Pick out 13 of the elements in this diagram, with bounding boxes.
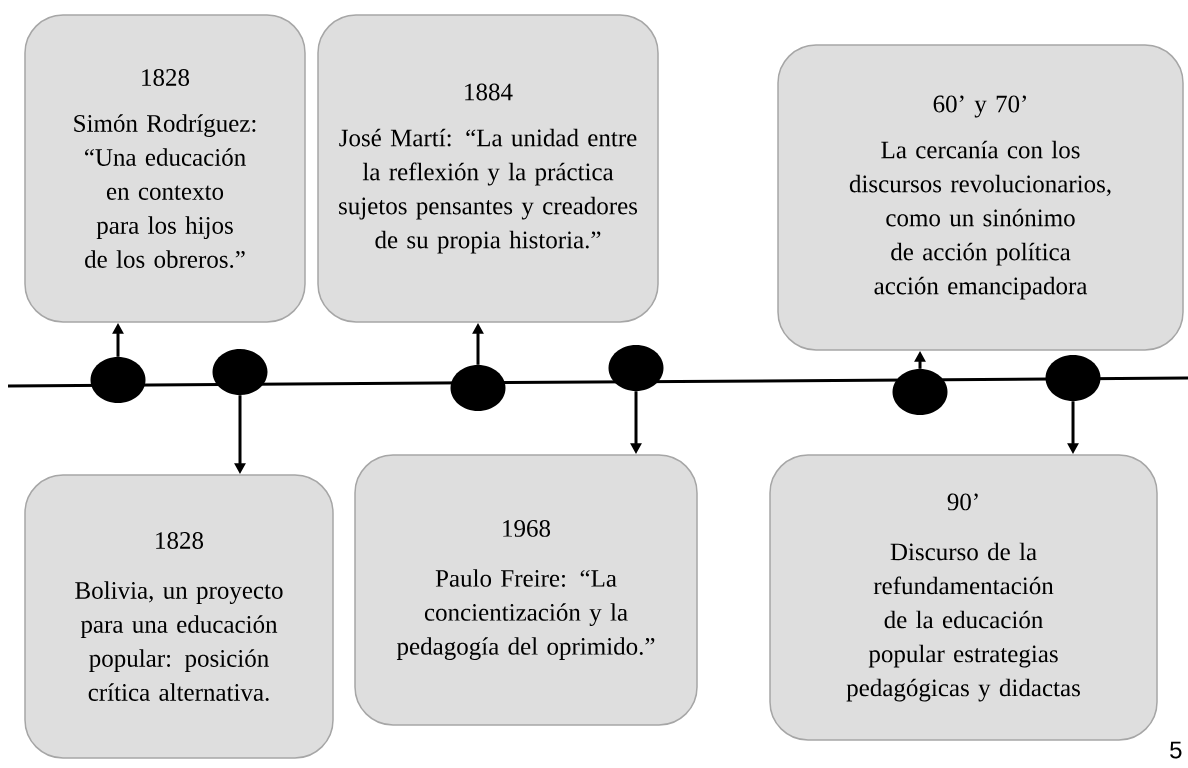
timeline-dot: [90, 357, 146, 403]
timeline-dot: [450, 365, 506, 411]
event-box: 90’ Discurso de la refundamentación de la educación popular estrategias pedagógicas y didactas: [769, 454, 1158, 741]
timeline-dot: [892, 369, 948, 415]
timeline-dot: [1045, 355, 1101, 401]
event-box: 1828 Bolivia, un proyecto para una educación popular: posición crítica alternativa.: [24, 474, 334, 759]
timeline-dot: [212, 349, 268, 395]
page-number: 5: [1170, 741, 1182, 759]
timeline-dot: [608, 345, 664, 391]
event-box: 1968 Paulo Freire: “La concientización y la pedagogía del oprimido.”: [354, 454, 698, 726]
event-box: 1884 José Martí: “La unidad entre la reflexión y la práctica sujetos pensantes y creadores de su propia historia.”: [317, 14, 659, 323]
event-box: 60’ y 70’ La cercanía con los discursos revolucionarios, como un sinónimo de acción política acción emancipadora: [777, 44, 1184, 351]
event-box: 1828 Simón Rodríguez: “Una educación en contexto para los hijos de los obreros.”: [24, 14, 306, 323]
